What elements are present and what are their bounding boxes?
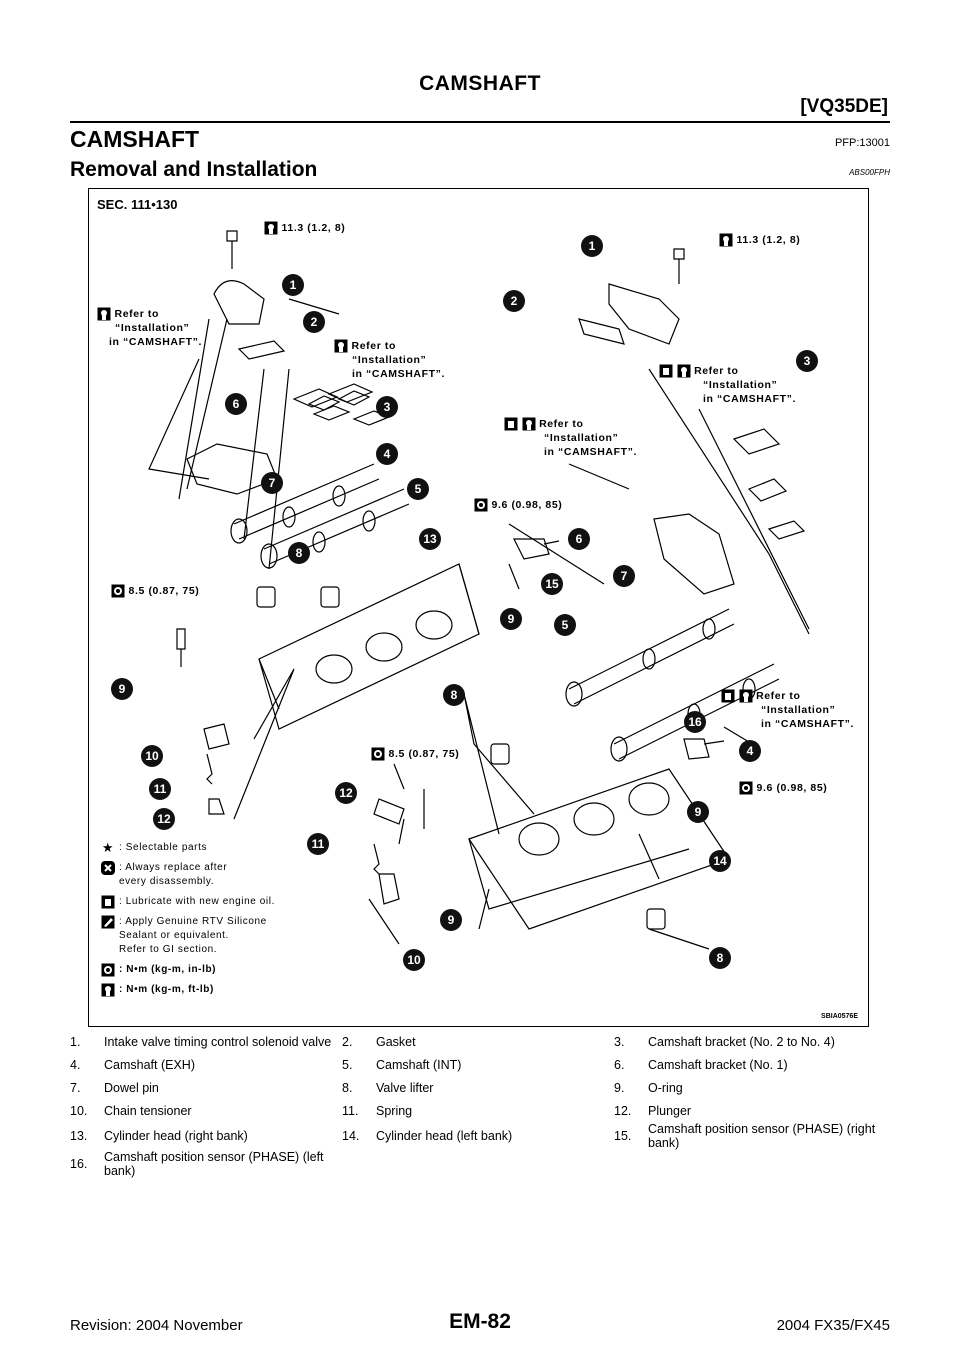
table-row: 1.Intake valve timing control solenoid v… [70,1034,835,1049]
legend-row-oil: : Lubricate with new engine oil. [97,895,337,909]
torque-label-9-6-lower: 9.6 (0.98, 85) [739,781,827,795]
page-header-model: [VQ35DE] [800,96,888,117]
callout-9: 9 [687,801,709,823]
legend-row-replace: : Always replace after every disassembly… [97,861,337,889]
callout-4: 4 [739,740,761,762]
callout-6: 6 [568,528,590,550]
callout-10: 10 [141,745,163,767]
oil-icon [504,417,518,431]
parts-table: 1.Intake valve timing control solenoid v… [70,1030,890,1179]
callout-5: 5 [407,478,429,500]
torque-ft-icon [264,221,278,235]
callout-8: 8 [443,684,465,706]
table-row: 7.Dowel pin 8.Valve lifter 9.O-ring [70,1080,683,1095]
refer-label-top-left: Refer to “Installation” in “CAMSHAFT”. [97,307,202,349]
refer-label-right-lower: Refer to “Installation” in “CAMSHAFT”. [721,689,854,731]
footer-page-number: EM-82 [449,1310,511,1333]
subsection-code: ABS00FPH [849,168,890,177]
torque-in-icon [371,747,385,761]
star-icon: ★ [101,840,115,855]
callout-6: 6 [225,393,247,415]
callout-7: 7 [613,565,635,587]
callout-8: 8 [288,542,310,564]
callout-10: 10 [403,949,425,971]
callout-3: 3 [376,396,398,418]
callout-9: 9 [500,608,522,630]
callout-9: 9 [111,678,133,700]
exploded-view-figure: SEC. 111•130 [88,188,869,1027]
callout-12: 12 [335,782,357,804]
torque-ft-icon [334,339,348,353]
legend-row-selectable: ★ : Selectable parts [101,840,208,855]
subsection-title: Removal and Installation [70,158,318,181]
callout-2: 2 [503,290,525,312]
torque-label-8-5-center: 8.5 (0.87, 75) [371,747,459,761]
page-header-title: CAMSHAFT [419,72,541,95]
callout-15: 15 [541,573,563,595]
section-code: PFP:13001 [834,137,890,149]
callout-3: 3 [796,350,818,372]
torque-ft-icon [719,233,733,247]
footer-revision: Revision: 2004 November [70,1317,243,1334]
callout-1: 1 [581,235,603,257]
sealant-icon [101,915,115,929]
figure-legend: ★ : Selectable parts : Always replace af… [97,841,337,1003]
oil-icon [721,689,735,703]
torque-label-top-right: 11.3 (1.2, 8) [719,233,800,247]
callout-8: 8 [709,947,731,969]
callout-4: 4 [376,443,398,465]
legend-row-torque-in: : N•m (kg-m, in-lb) [97,963,337,977]
callout-9: 9 [440,909,462,931]
callout-7: 7 [261,472,283,494]
torque-in-icon [474,498,488,512]
table-row: 16.Camshaft position sensor (PHASE) (lef… [70,1150,324,1178]
torque-ft-icon [97,307,111,321]
torque-in-icon [739,781,753,795]
legend-row-sealant: : Apply Genuine RTV Silicone Sealant or … [97,915,337,957]
table-row: 4.Camshaft (EXH) 5.Camshaft (INT) 6.Cams… [70,1057,788,1072]
legend-row-torque-ft: : N•m (kg-m, ft-lb) [97,983,337,997]
exploded-view-drawing [148,230,810,950]
callout-11: 11 [307,833,329,855]
callout-13: 13 [419,528,441,550]
callout-5: 5 [554,614,576,636]
table-row: 10.Chain tensioner 11.Spring 12.Plunger [70,1103,692,1118]
refer-label-center: Refer to “Installation” in “CAMSHAFT”. [334,339,445,381]
torque-ft-icon [739,689,753,703]
figure-sec-label: SEC. 111•130 [97,197,178,212]
callout-1: 1 [282,274,304,296]
replace-icon [101,861,115,875]
refer-label-right-upper: Refer to “Installation” in “CAMSHAFT”. [659,364,796,406]
callout-11: 11 [149,778,171,800]
torque-ft-icon [101,983,115,997]
table-row: 13.Cylinder head (right bank) 14.Cylinde… [70,1122,876,1150]
torque-ft-icon [677,364,691,378]
callout-2: 2 [303,311,325,333]
figure-id: SBIA0576E [821,1013,858,1020]
torque-ft-icon [522,417,536,431]
oil-icon [659,364,673,378]
header-rule [70,121,890,123]
torque-label-top-left: 11.3 (1.2, 8) [264,221,345,235]
torque-in-icon [111,584,125,598]
callout-16: 16 [684,711,706,733]
footer-model: 2004 FX35/FX45 [776,1317,890,1334]
oil-icon [101,895,115,909]
section-title: CAMSHAFT [70,126,200,152]
torque-label-9-6-upper: 9.6 (0.98, 85) [474,498,562,512]
refer-label-center-right: Refer to “Installation” in “CAMSHAFT”. [504,417,637,459]
torque-label-8-5-left: 8.5 (0.87, 75) [111,584,199,598]
torque-in-icon [101,963,115,977]
callout-14: 14 [709,850,731,872]
callout-12: 12 [153,808,175,830]
